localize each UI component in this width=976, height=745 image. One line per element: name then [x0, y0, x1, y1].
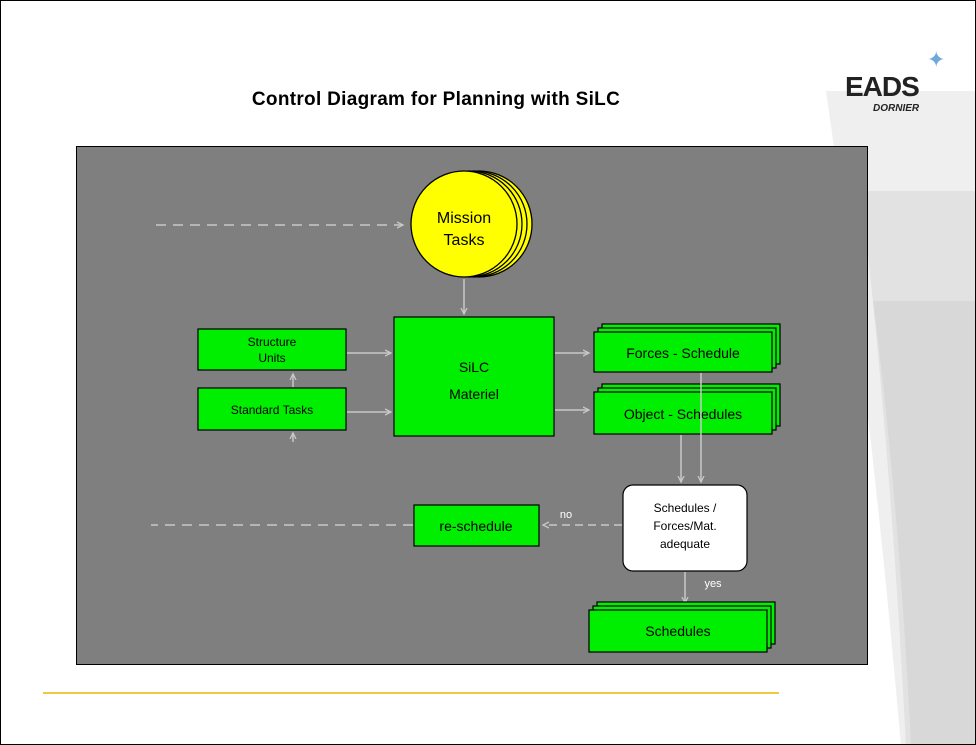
reschedule-node: re-schedule — [413, 504, 540, 547]
forces-schedule-node: Forces - Schedule — [593, 323, 781, 373]
silc-line-2: Materiel — [449, 386, 499, 402]
mission-line-2: Tasks — [444, 232, 485, 249]
decision-line-3: adequate — [660, 537, 710, 551]
decision-node: Schedules / Forces/Mat. adequate — [622, 484, 748, 572]
no-label: no — [560, 509, 572, 521]
standard-tasks-label: Standard Tasks — [231, 403, 314, 417]
footer-rule — [43, 692, 779, 694]
star-icon: ✦ — [927, 47, 946, 72]
object-schedules-label: Object - Schedules — [624, 406, 742, 422]
standard-tasks-node: Standard Tasks — [197, 387, 347, 431]
mission-line-1: Mission — [437, 210, 491, 227]
schedules-label: Schedules — [645, 623, 710, 639]
logo-main-text: EADS — [845, 71, 920, 102]
object-schedules-node: Object - Schedules — [593, 383, 781, 435]
forces-schedule-label: Forces - Schedule — [626, 345, 740, 361]
structure-units-line-2: Units — [258, 351, 285, 365]
silc-line-1: SiLC — [459, 359, 489, 375]
mission-tasks-node: Mission Tasks — [410, 170, 533, 278]
schedules-node: Schedules — [588, 601, 776, 653]
eads-logo: ✦ EADS DORNIER — [839, 47, 969, 121]
structure-units-line-1: Structure — [248, 335, 297, 349]
reschedule-label: re-schedule — [439, 518, 512, 534]
decision-line-1: Schedules / — [654, 501, 717, 515]
logo-sub-text: DORNIER — [873, 103, 920, 114]
silc-materiel-node: SiLC Materiel — [393, 316, 555, 437]
structure-units-node: Structure Units — [197, 328, 347, 371]
yes-label: yes — [704, 578, 722, 590]
decision-line-2: Forces/Mat. — [653, 519, 716, 533]
page-title: Control Diagram for Planning with SiLC — [251, 89, 621, 110]
